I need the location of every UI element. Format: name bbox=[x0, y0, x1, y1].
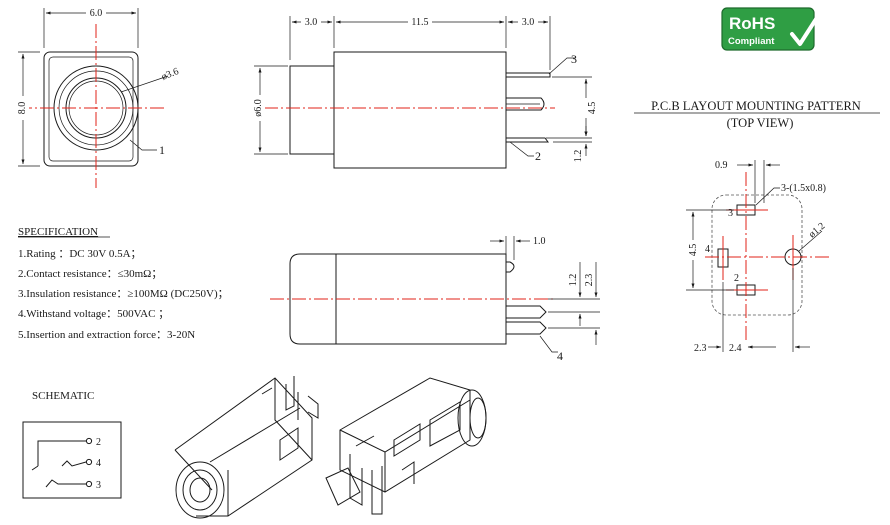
specification: SPECIFICATION 1.Rating ：DC 30V 0.5A； 2.C… bbox=[18, 226, 229, 341]
bottom-pin-dim: 1.0 bbox=[533, 236, 546, 247]
spec-item: 3.Insulation resistance：≥100MΩ (DC250V)； bbox=[18, 288, 229, 300]
bottom-callout: 4 bbox=[557, 349, 563, 363]
front-callout: 1 bbox=[159, 143, 165, 157]
pcb-dim-top: 0.9 bbox=[715, 160, 728, 171]
schematic-pin: 2 bbox=[96, 437, 101, 448]
rohs-title: RoHS bbox=[729, 14, 775, 33]
front-height-dim: 8.0 bbox=[17, 102, 28, 115]
bottom-dim-a: 1.2 bbox=[568, 274, 579, 287]
side-view: 3.0 11.5 3.0 ø6.0 4.5 1.2 3 2 bbox=[251, 15, 598, 169]
pcb-dim-left: 2.3 bbox=[694, 343, 707, 354]
side-dim-middle: 11.5 bbox=[411, 17, 428, 28]
spec-item: 4.Withstand voltage：500VAC ； bbox=[18, 308, 169, 320]
schematic: SCHEMATIC 2 4 3 bbox=[22, 390, 122, 499]
pcb-dim-height: 4.5 bbox=[688, 244, 699, 257]
check-icon bbox=[790, 14, 820, 46]
side-dim-right: 3.0 bbox=[522, 17, 535, 28]
pcb-hole-dim: ø1.2 bbox=[807, 221, 827, 241]
spec-item: 5.Insertion and extraction force：3-20N bbox=[18, 329, 195, 341]
rohs-subtitle: Compliant bbox=[728, 36, 775, 47]
spec-item: 1.Rating ：DC 30V 0.5A； bbox=[18, 248, 142, 260]
spec-title: SPECIFICATION bbox=[18, 226, 98, 238]
isometric-view-front bbox=[174, 376, 319, 519]
pcb-title: P.C.B LAYOUT MOUNTING PATTERN bbox=[651, 99, 861, 113]
side-diameter-dim: ø6.0 bbox=[253, 99, 264, 117]
front-view: 6.0 8.0 ø3.6 1 bbox=[15, 6, 180, 188]
front-hole-dim: ø3.6 bbox=[160, 66, 180, 83]
pcb-dim-bottom: 2.4 bbox=[729, 343, 742, 354]
rohs-badge: RoHS Compliant bbox=[721, 7, 820, 51]
pcb-pad-note: 3-(1.5x0.8) bbox=[781, 183, 826, 194]
schematic-title: SCHEMATIC bbox=[32, 390, 94, 402]
side-dim-left: 3.0 bbox=[305, 17, 318, 28]
front-width-dim: 6.0 bbox=[90, 8, 103, 19]
spec-item: 2.Contact resistance：≤30mΩ； bbox=[18, 268, 162, 280]
pad-label: 3 bbox=[728, 208, 733, 219]
bottom-view: 1.0 1.2 2.3 4 bbox=[270, 236, 600, 363]
side-callout-bottom: 2 bbox=[535, 149, 541, 163]
side-callout-top: 3 bbox=[571, 52, 577, 66]
isometric-view-rear bbox=[325, 377, 487, 515]
schematic-pin: 4 bbox=[96, 458, 101, 469]
pad-label: 4 bbox=[705, 244, 710, 255]
side-pin-gap-dim: 4.5 bbox=[587, 102, 598, 115]
bottom-dim-b: 2.3 bbox=[584, 274, 595, 287]
side-pin-offset-dim: 1.2 bbox=[573, 150, 584, 163]
pad-label: 2 bbox=[734, 273, 739, 284]
pcb-subtitle: (TOP VIEW) bbox=[727, 116, 794, 130]
pcb-layout: P.C.B LAYOUT MOUNTING PATTERN (TOP VIEW)… bbox=[634, 99, 880, 354]
schematic-pin: 3 bbox=[96, 480, 101, 491]
